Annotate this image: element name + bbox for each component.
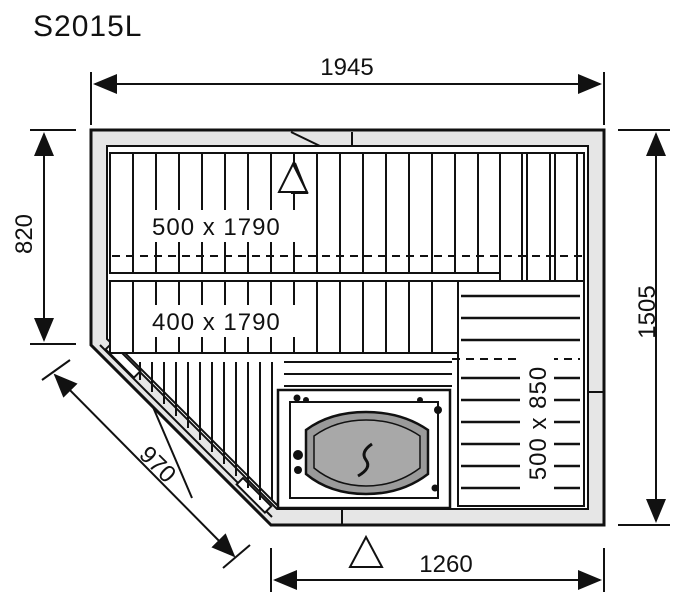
dimension-diagonal-label: 970 xyxy=(134,441,181,488)
dimension-left: 820 xyxy=(11,129,76,345)
dimension-right: 1505 xyxy=(618,129,670,526)
upper-bench-label: 500 x 1790 xyxy=(152,214,281,241)
dimension-left-label: 820 xyxy=(11,214,38,254)
dimension-bottom: 1260 xyxy=(270,548,605,592)
heater-icon xyxy=(276,388,452,510)
floor-grating xyxy=(139,361,452,500)
upper-bench: 500 x 1790 xyxy=(109,152,585,282)
door-triangle-icon xyxy=(348,534,384,568)
dimension-right-label: 1505 xyxy=(634,285,661,338)
door-triangle-icon xyxy=(277,161,309,193)
lower-bench: 400 x 1790 xyxy=(109,280,459,354)
dimension-top-label: 1945 xyxy=(320,54,373,81)
dimension-bottom-label: 1260 xyxy=(419,551,472,578)
lower-bench-label: 400 x 1790 xyxy=(152,309,281,336)
side-bench: 500 x 850 xyxy=(452,280,585,507)
model-title: S2015L xyxy=(33,10,143,43)
side-bench-label: 500 x 850 xyxy=(525,366,552,480)
dimension-top: 1945 xyxy=(90,54,605,125)
